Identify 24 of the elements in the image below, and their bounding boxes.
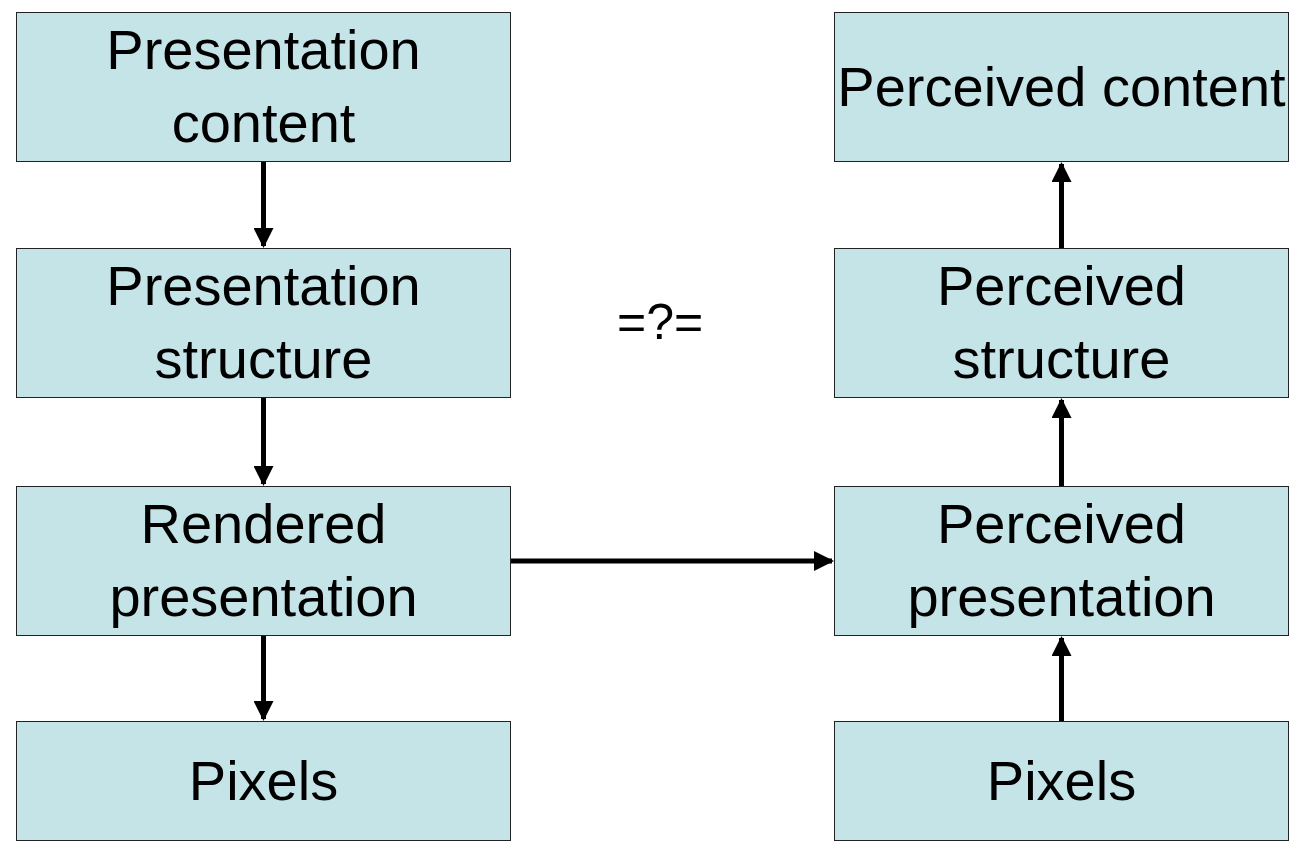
arrow xyxy=(253,636,274,721)
comparison-label: =?= xyxy=(617,293,704,352)
process-box xyxy=(834,721,1289,841)
box-label: Rendered presentation xyxy=(108,491,419,630)
arrow xyxy=(1051,398,1072,486)
arrow xyxy=(1051,162,1072,248)
box-label: Perceived content xyxy=(837,53,1286,120)
box-label: Perceived structure xyxy=(936,253,1187,392)
process-box xyxy=(834,12,1289,162)
box-label: Presentation structure xyxy=(105,253,422,392)
arrow xyxy=(253,162,274,248)
box-label: Pixels xyxy=(188,747,339,814)
box-label: Presentation content xyxy=(105,17,422,156)
box-label: Perceived presentation xyxy=(906,491,1217,630)
process-box xyxy=(16,721,511,841)
arrow xyxy=(253,398,274,486)
process-box xyxy=(16,486,511,636)
process-box xyxy=(834,248,1289,398)
arrow xyxy=(511,551,834,571)
process-box xyxy=(834,486,1289,636)
arrow xyxy=(1051,636,1072,721)
process-box xyxy=(16,248,511,398)
box-label: Pixels xyxy=(986,747,1137,814)
process-box xyxy=(16,12,511,162)
